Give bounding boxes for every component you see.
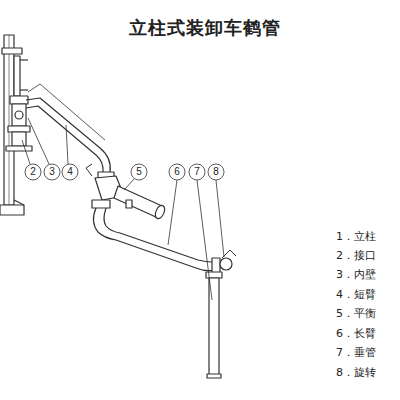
swivel-joint (6, 96, 32, 151)
part-name: 7．垂管 (336, 346, 376, 360)
callout-number: 8 (209, 165, 223, 179)
vertical-pipe (207, 278, 221, 378)
balancer (86, 164, 167, 220)
part-name: 5．平衡 (336, 307, 376, 321)
part-name: 8．旋转 (336, 366, 376, 380)
diagram-title: 立柱式装卸车鹤管 (129, 16, 281, 40)
callout-number: 7 (190, 165, 204, 179)
callout-leaders (22, 118, 224, 300)
column (0, 35, 28, 215)
callout-number: 3 (45, 165, 59, 179)
callout-number: 2 (26, 165, 40, 179)
part-name: 2．接口 (336, 249, 376, 263)
part-name: 4．短臂 (336, 288, 376, 302)
callout-number: 6 (170, 165, 184, 179)
part-name: 1．立柱 (336, 230, 376, 244)
part-name: 3．内壁 (336, 268, 376, 282)
part-name: 6．长臂 (336, 327, 376, 341)
callout-number: 5 (132, 165, 146, 179)
callout-number: 4 (63, 165, 77, 179)
rotary-joint (206, 250, 236, 278)
